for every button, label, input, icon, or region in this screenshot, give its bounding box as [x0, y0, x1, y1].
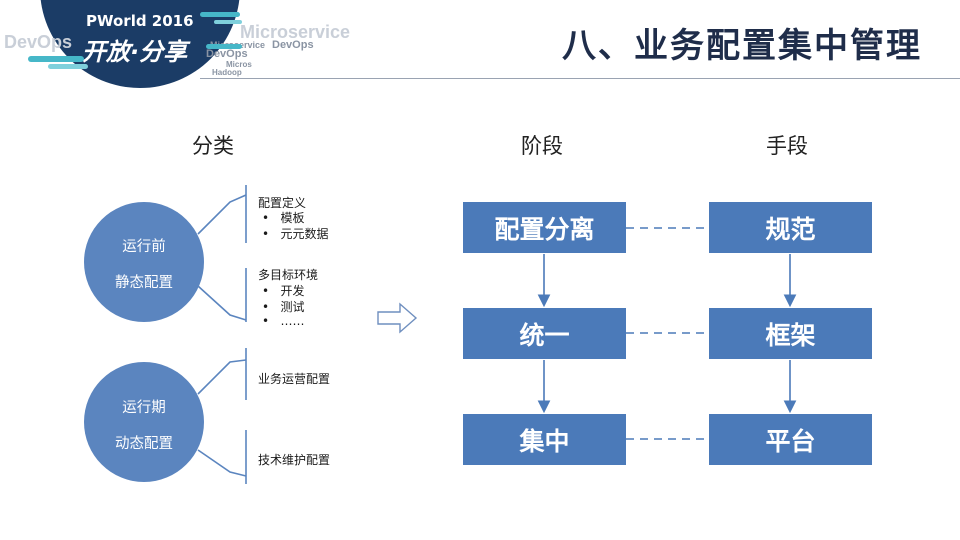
bullet-text: 测试 — [280, 300, 305, 314]
stage-box-separation: 配置分离 — [463, 202, 626, 253]
logo-tag: Microservice — [240, 22, 351, 42]
right-arrow-icon — [377, 302, 418, 334]
logo-tag: Micros — [226, 60, 252, 69]
list-item: • 开发 — [262, 284, 305, 298]
list-item: • …… — [262, 314, 305, 328]
logo-tag: DevOps — [4, 32, 73, 52]
means-box-platform: 平台 — [709, 414, 872, 465]
column-heading-stage: 阶段 — [521, 134, 563, 158]
cloud-decoration-icon — [200, 12, 242, 49]
means-box-framework: 框架 — [709, 308, 872, 359]
cloud-decoration-icon — [28, 56, 88, 69]
bullet-text: 元元数据 — [280, 227, 329, 241]
column-heading-classify: 分类 — [192, 134, 234, 158]
business-ops-config: 业务运营配置 — [258, 372, 331, 386]
logo-brand: PWorld 2016 — [86, 12, 194, 30]
list-item: • 测试 — [262, 300, 305, 314]
means-box-standard: 规范 — [709, 202, 872, 253]
title-divider — [200, 78, 960, 79]
config-definition-heading: 配置定义 — [258, 196, 307, 210]
logo-tag: DevOps — [206, 48, 248, 60]
dynamic-config-line2: 动态配置 — [115, 436, 173, 452]
list-item: • 元元数据 — [262, 227, 329, 241]
bullet-text: …… — [280, 314, 305, 328]
static-config-line2: 静态配置 — [115, 275, 173, 291]
page-title: 八、业务配置集中管理 — [562, 26, 922, 66]
static-config-line1: 运行前 — [122, 239, 166, 255]
bullet-text: 开发 — [280, 284, 305, 298]
stage-box-centralize: 集中 — [463, 414, 626, 465]
dynamic-config-circle — [84, 362, 204, 482]
tech-maintenance-config: 技术维护配置 — [258, 453, 331, 467]
dynamic-config-line1: 运行期 — [122, 400, 166, 416]
logo-tag: Hadoop — [212, 68, 242, 77]
logo-slogan: 开放·分享 — [82, 38, 188, 66]
bullet-text: 模板 — [280, 211, 305, 225]
list-item: • 模板 — [262, 211, 305, 225]
multi-env-heading: 多目标环境 — [258, 268, 319, 282]
column-heading-means: 手段 — [766, 134, 808, 158]
logo-tag: DevOps — [272, 39, 314, 51]
static-config-circle — [84, 202, 204, 322]
stage-box-unify: 统一 — [463, 308, 626, 359]
